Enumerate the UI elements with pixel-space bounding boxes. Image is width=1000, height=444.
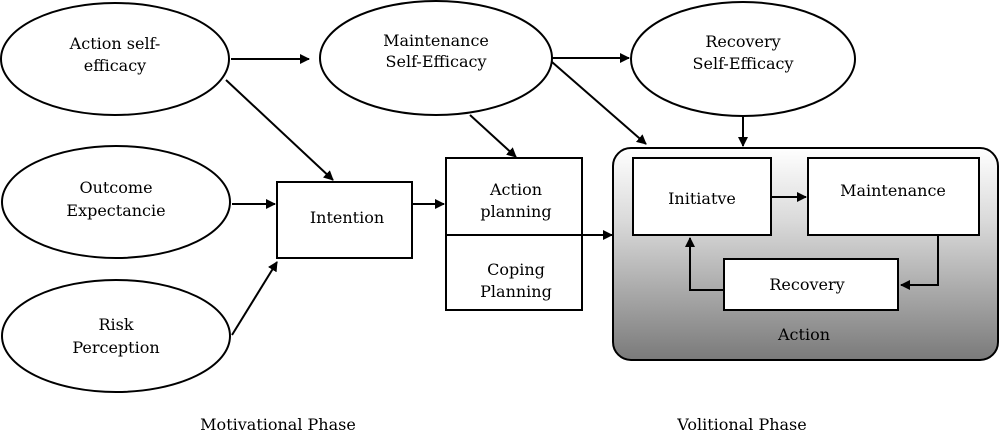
intention-node (276, 181, 413, 259)
arrow-recovery-to-initiatve (685, 237, 724, 291)
outcome-expectancie-node (1, 145, 231, 259)
action-group-label: Action (777, 325, 830, 344)
recovery-label: Recovery (769, 275, 844, 294)
recovery-self-efficacy-node (630, 1, 856, 117)
arrow-risk-to-intention (231, 261, 278, 336)
maintenance-self-efficacy-line2: Self-Efficacy (386, 52, 487, 71)
recovery-self-efficacy-line1: Recovery (705, 32, 780, 51)
volitional-phase-label: Volitional Phase (676, 415, 806, 434)
action-self-efficacy-line2: efficacy (84, 56, 146, 75)
coping-planning-line2: Planning (480, 282, 552, 301)
motivational-phase-label: Motivational Phase (200, 415, 356, 434)
recovery-self-efficacy-line2: Self-Efficacy (693, 54, 794, 73)
coping-planning-line1: Coping (487, 260, 545, 279)
risk-perception-line1: Risk (98, 315, 133, 334)
arrow-action-se-to-intention (225, 79, 334, 181)
maintenance-self-efficacy-line1: Maintenance (383, 31, 489, 50)
outcome-expectancie-line2: Expectancie (66, 201, 165, 220)
action-self-efficacy-node (0, 2, 230, 116)
intention-label: Intention (310, 208, 384, 227)
action-self-efficacy-line1: Action self- (69, 34, 161, 53)
arrow-maintenance-se-to-planning (469, 114, 517, 158)
action-planning-line1: Action (489, 180, 542, 199)
outcome-expectancie-line1: Outcome (79, 178, 152, 197)
arrow-maintenance-se-to-action-group (551, 61, 647, 145)
risk-perception-node (1, 279, 231, 393)
risk-perception-line2: Perception (72, 338, 159, 357)
maintenance-node (807, 157, 980, 236)
recovery-node (723, 258, 899, 311)
maintenance-label: Maintenance (840, 181, 946, 200)
initiatve-node (632, 157, 772, 236)
action-planning-line2: planning (480, 202, 551, 221)
arrow-maintenance-to-recovery (900, 235, 939, 290)
initiatve-label: Initiatve (668, 189, 736, 208)
